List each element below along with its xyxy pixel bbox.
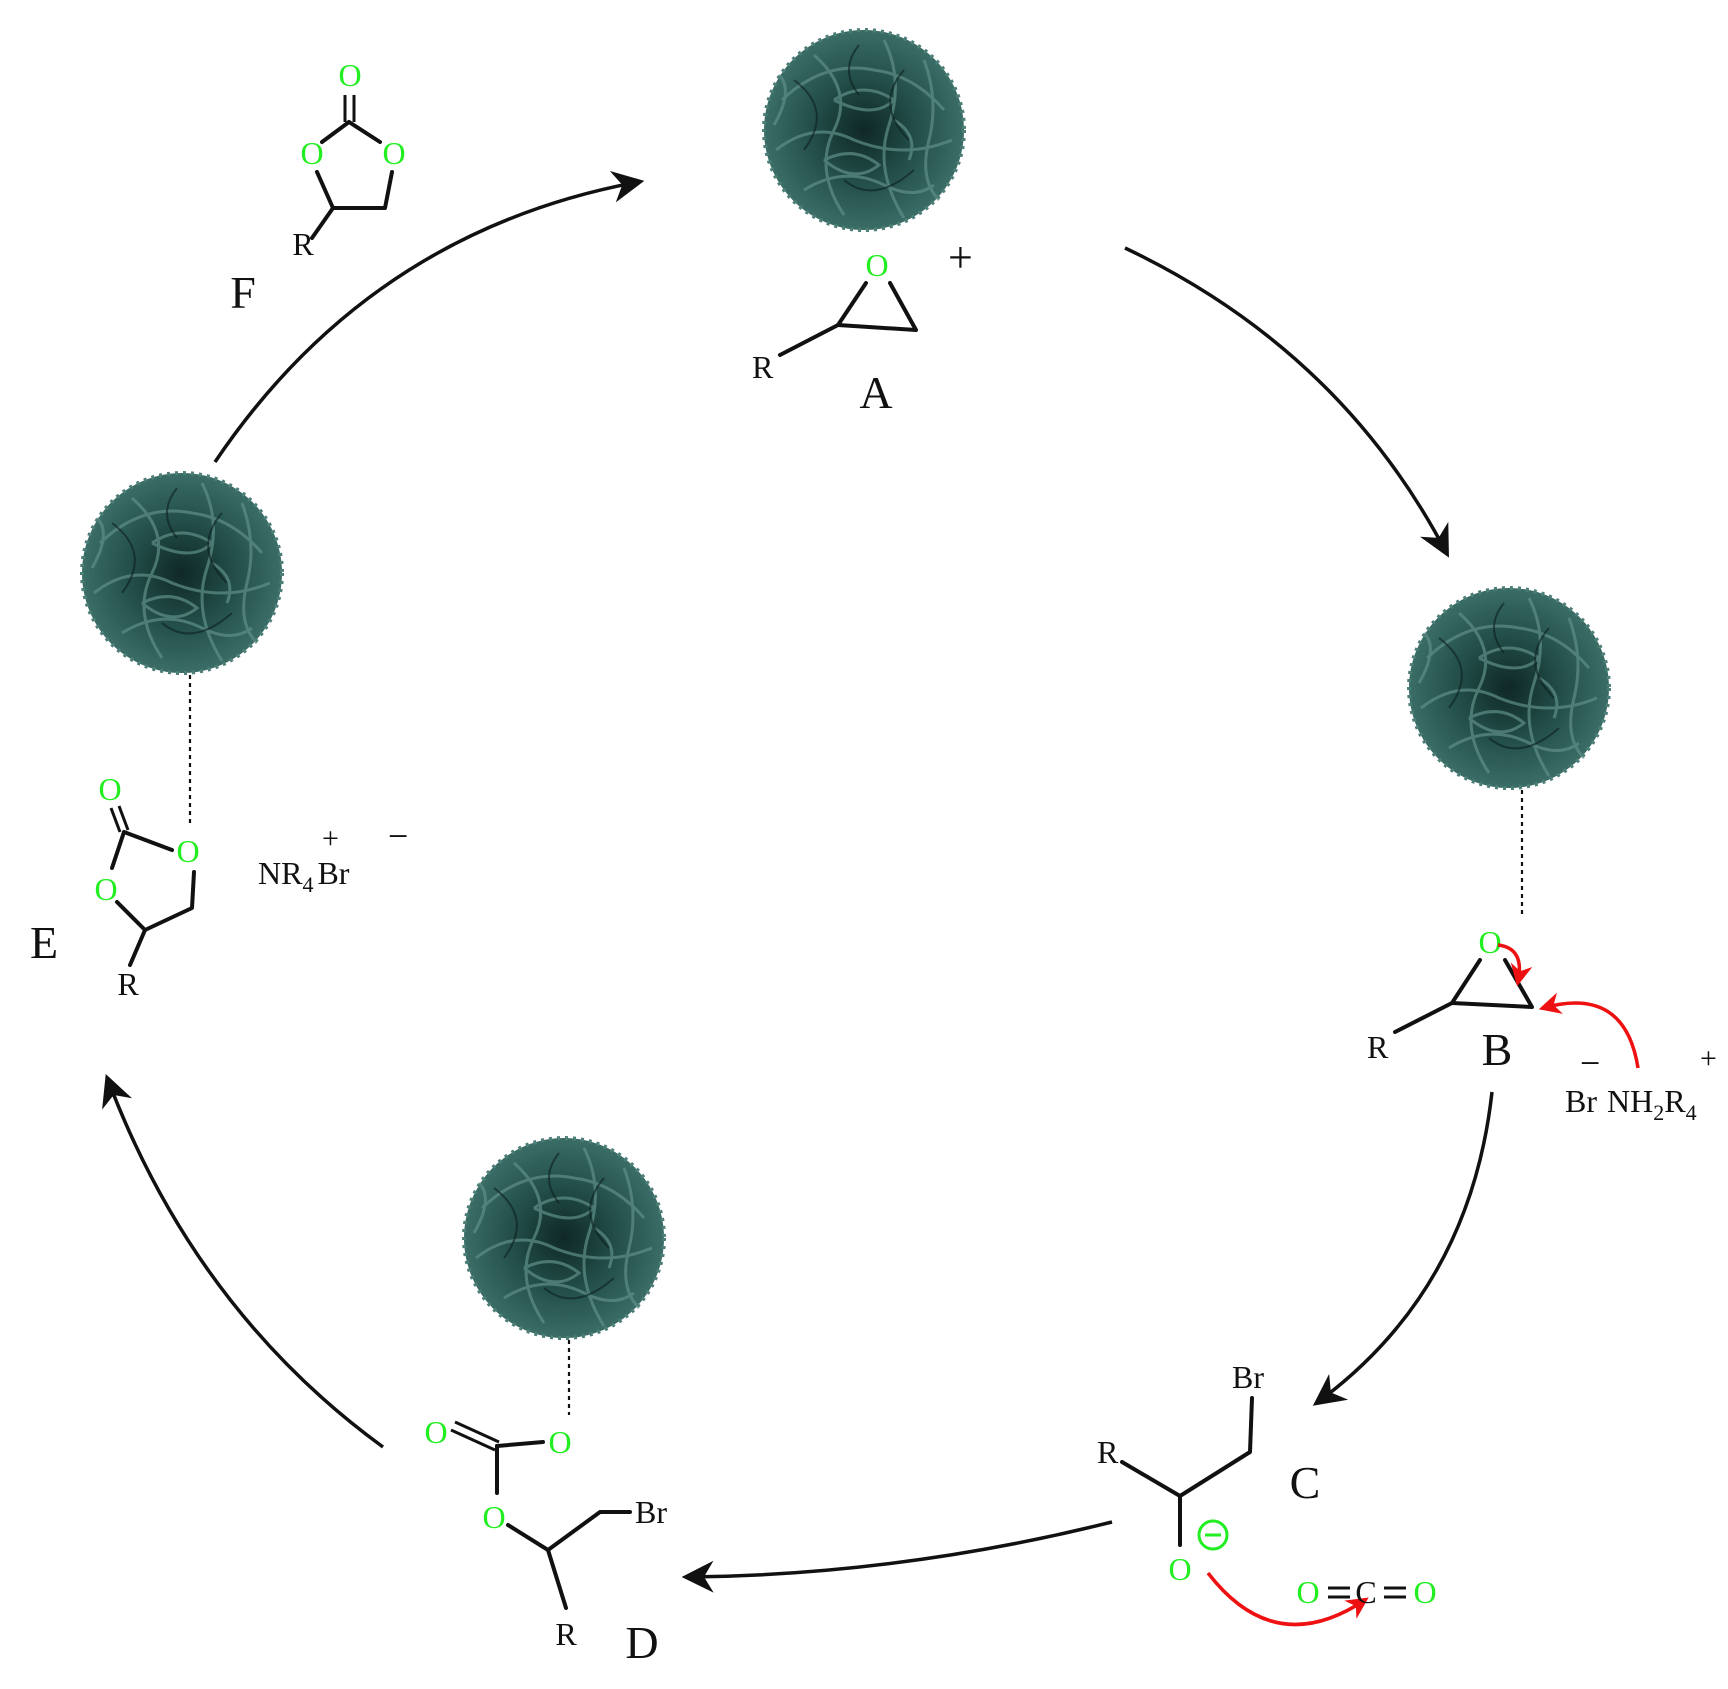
atom-br: Br [1232,1359,1264,1395]
minus-sign: − [1580,1043,1600,1083]
catalyst-sphere-icon [762,28,966,232]
atom-o: O [1168,1551,1191,1587]
arrow-A-to-B [1124,246,1449,558]
plus-sign: + [1700,1042,1717,1075]
species-A: O R + A [752,233,973,418]
atom-nh: NH [1607,1083,1653,1119]
atom-br: Br [317,855,349,891]
counter-ion-label: Br NH2R4 [1565,1083,1697,1125]
label-E: E [30,917,58,968]
atom-o: O [94,871,117,907]
catalyst-sphere-icon [1407,586,1611,790]
minus-sign: − [388,816,408,856]
atom-o: O [176,833,199,869]
atom-r: R [555,1616,577,1652]
arrow-C-to-D [681,1520,1113,1593]
atom-o: O [548,1424,571,1460]
atom-o: O [482,1499,505,1535]
atom-r: R [292,226,314,262]
subscript-4: 4 [1686,1100,1697,1125]
red-mechanism-arrow [1206,1571,1369,1627]
atom-r: R [117,966,139,1002]
red-mechanism-arrow [1497,943,1533,987]
atom-r: R [1367,1029,1389,1065]
label-D: D [625,1617,658,1668]
atom-o: O [424,1414,447,1450]
negative-charge-circle [1197,1519,1229,1551]
subscript-2: 2 [1653,1100,1664,1125]
atom-o: O [382,135,405,171]
atom-o: O [300,135,323,171]
red-mechanism-arrow [1538,992,1640,1069]
atom-o: O [338,57,361,93]
atom-c: C [1355,1574,1376,1610]
arrow-F-to-A [213,170,645,463]
atom-o: O [1413,1574,1436,1610]
atom-o: O [98,771,121,807]
atom-r: R [1664,1083,1686,1119]
arrow-B-to-C [1312,1091,1494,1406]
species-C: Br R O C O C O [1097,1359,1437,1627]
label-B: B [1482,1024,1513,1075]
atom-br: Br [1565,1083,1597,1119]
atom-o: O [1296,1574,1319,1610]
cycle-arrows [102,170,1494,1593]
plus-sign: + [322,822,339,855]
label-C: C [1290,1457,1321,1508]
arrow-D-to-E [102,1074,385,1449]
atom-br: Br [635,1494,667,1530]
catalyst-sphere-icon [462,1136,666,1340]
atom-r: R [1097,1434,1119,1470]
species-F: O O O R F [230,57,405,318]
catalyst-sphere-icon [80,471,284,675]
label-A: A [859,367,892,418]
atom-o: O [1478,924,1501,960]
atom-r: R [752,349,774,385]
plus-sign: + [948,233,973,282]
atom-o: O [865,247,888,283]
label-F: F [230,267,256,318]
atom-nr: NR [258,855,303,891]
species-D: O O O Br R D [424,1340,667,1668]
subscript-4: 4 [302,872,313,897]
